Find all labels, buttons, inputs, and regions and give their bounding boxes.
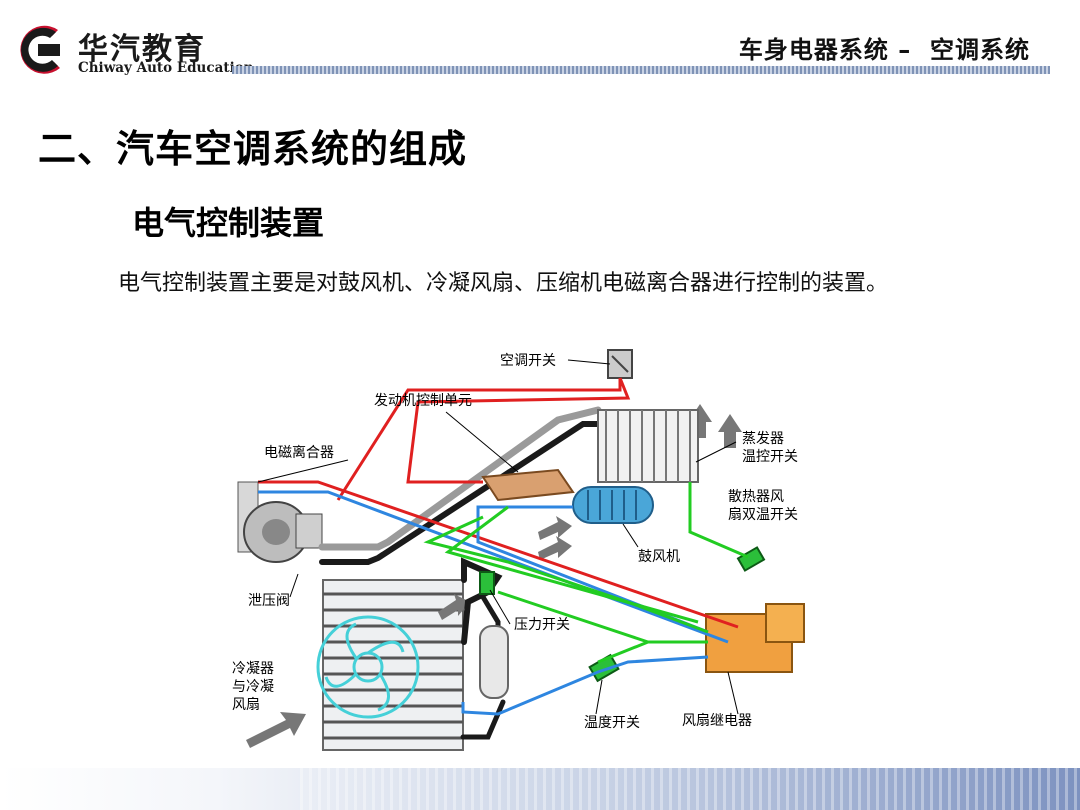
label-relief-valve: 泄压阀 — [248, 593, 290, 609]
header-divider — [232, 66, 1050, 74]
label-condenser-1: 冷凝器 — [232, 661, 274, 677]
label-temp-switch: 温度开关 — [584, 715, 640, 731]
condenser-fan-icon — [316, 615, 420, 719]
ac-electrical-diagram: 空调开关 发动机控制单元 电磁离合器 蒸发器 温控开关 散热器风 扇双温开关 鼓… — [228, 342, 828, 762]
label-ac-switch: 空调开关 — [500, 353, 556, 369]
label-ecu: 发动机控制单元 — [374, 393, 472, 409]
logo-name-cn: 华汽教育 — [78, 32, 206, 67]
airflow-arrow-icon — [246, 404, 742, 748]
label-fan-relay: 风扇继电器 — [682, 713, 752, 729]
header-title: 车身电器系统 – 空调系统 — [738, 36, 1030, 64]
ecu-icon — [481, 468, 575, 502]
label-evap-switch-1: 蒸发器 — [742, 431, 784, 447]
label-condenser-3: 风扇 — [232, 697, 260, 713]
label-pressure-switch: 压力开关 — [514, 617, 570, 633]
label-clutch: 电磁离合器 — [264, 445, 334, 461]
logo: 华汽教育 Chiway Auto Education — [16, 22, 254, 78]
chiway-logo-icon — [20, 25, 60, 74]
condenser-icon — [322, 579, 464, 751]
label-evap-switch-2: 温控开关 — [742, 449, 798, 465]
switch-icons — [479, 546, 766, 683]
fan-relay-icon — [705, 603, 805, 673]
compressor-icon — [237, 481, 323, 563]
diagram-drawing — [237, 349, 805, 751]
footer-stripes — [300, 768, 1080, 810]
label-radiator-switch-2: 扇双温开关 — [728, 507, 798, 523]
receiver-drier-icon — [479, 625, 509, 699]
leader-lines — [257, 359, 739, 715]
ac-switch-icon — [607, 349, 633, 379]
section-title: 电气控制装置 — [132, 204, 325, 242]
label-radiator-switch-1: 散热器风 — [728, 489, 784, 505]
label-condenser-2: 与冷凝 — [232, 679, 274, 695]
body-paragraph: 电气控制装置主要是对鼓风机、冷凝风扇、压缩机电磁离合器进行控制的装置。 — [118, 271, 889, 296]
footer-bar — [0, 768, 1080, 810]
logo-name-en: Chiway Auto Education — [78, 60, 254, 76]
evaporator-icon — [597, 409, 699, 483]
page-title: 二、汽车空调系统的组成 — [38, 127, 468, 171]
label-blower: 鼓风机 — [638, 549, 680, 565]
control-wires — [258, 377, 749, 716]
blower-icon — [572, 486, 654, 524]
